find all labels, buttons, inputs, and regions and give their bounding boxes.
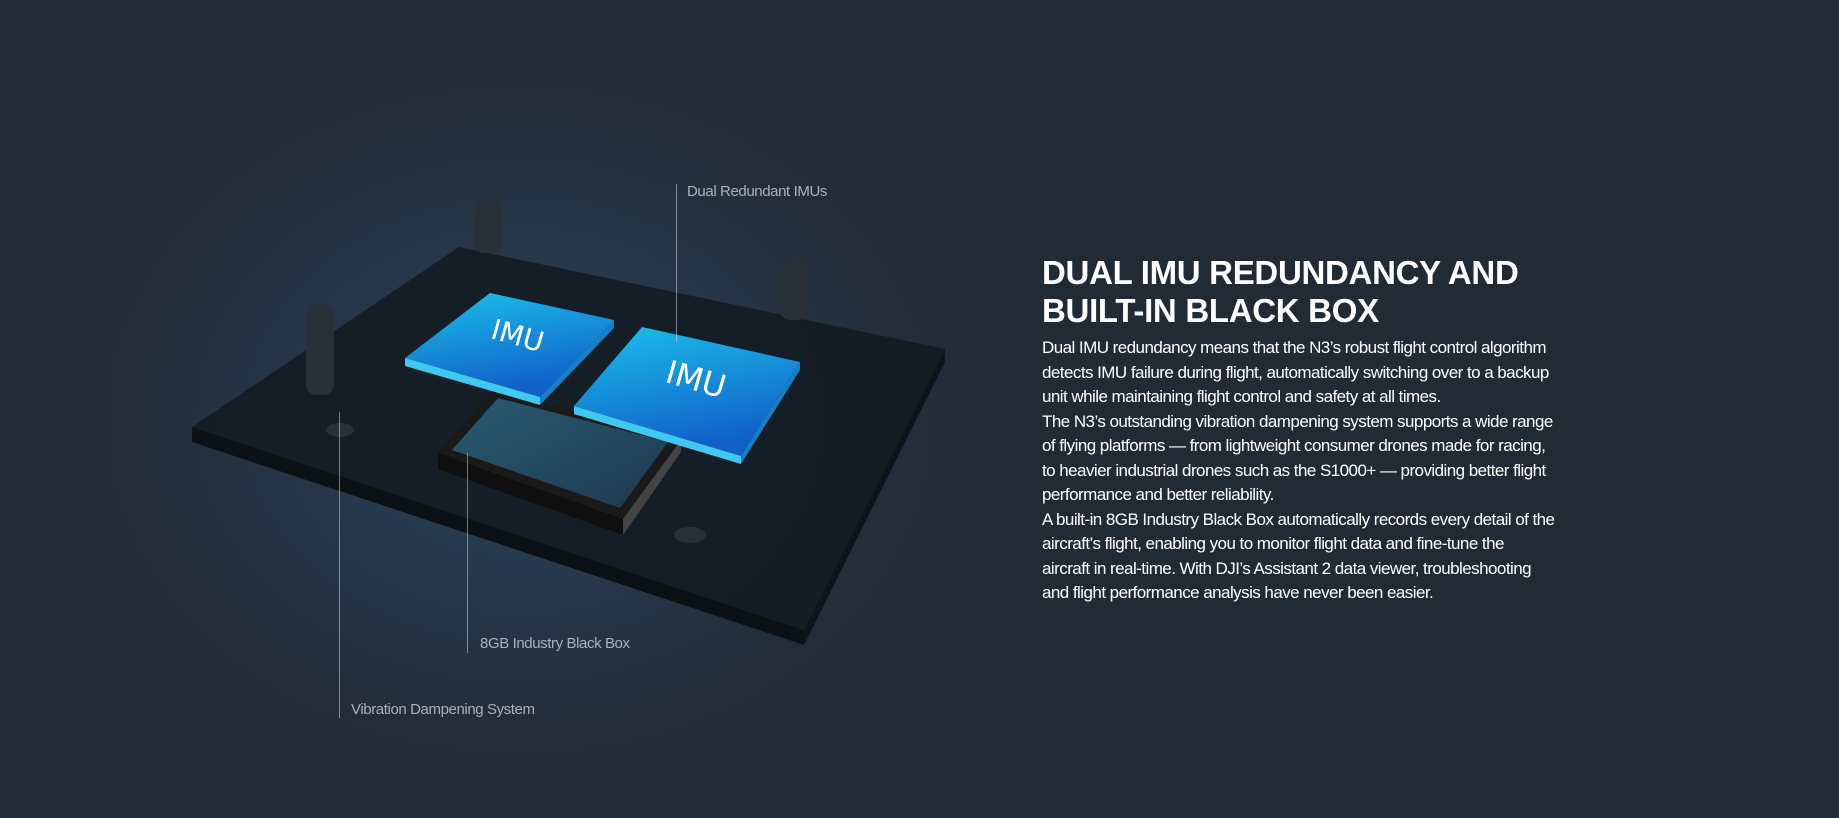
body-line: The N3’s outstanding vibration dampening… [1042,411,1553,431]
title-line: BUILT-IN BLACK BOX [1042,292,1379,329]
imu-chip-2: IMU [574,327,800,464]
body-line: detects IMU failure during flight, autom… [1042,362,1549,382]
flight-controller-illustration: IMU IMU [192,198,945,645]
callout-label-dampening: Vibration Dampening System [351,701,535,718]
imu-chip-1: IMU [405,293,614,405]
body-line: Dual IMU redundancy means that the N3’s … [1042,338,1547,357]
callout-line-dampening [339,412,340,718]
black-box-chip [438,390,681,535]
callout-line-imus [676,184,677,342]
section-title: DUAL IMU REDUNDANCY AND BUILT-IN BLACK B… [1042,254,1642,330]
body-line: to heavier industrial drones such as the… [1042,460,1546,480]
body-line: and flight performance analysis have nev… [1042,583,1434,602]
body-line: of flying platforms — from lightweight c… [1042,436,1546,455]
body-line: aircraft in real-time. With DJI’s Assist… [1042,558,1532,578]
callout-line-black-box [467,453,468,653]
body-line: A built-in 8GB Industry Black Box automa… [1042,509,1555,529]
body-line: aircraft’s flight, enabling you to monit… [1042,534,1504,553]
callout-label-imus: Dual Redundant IMUs [687,183,827,200]
body-line: unit while maintaining flight control an… [1042,387,1441,406]
body-line: performance and better reliability. [1042,485,1274,504]
callout-label-black-box: 8GB Industry Black Box [480,635,630,652]
section-body: Dual IMU redundancy means that the N3’s … [1042,336,1642,606]
title-line: DUAL IMU REDUNDANCY AND [1042,254,1519,291]
dampener-posts [306,198,808,395]
feature-section: DUAL IMU REDUNDANCY AND BUILT-IN BLACK B… [1042,254,1642,606]
